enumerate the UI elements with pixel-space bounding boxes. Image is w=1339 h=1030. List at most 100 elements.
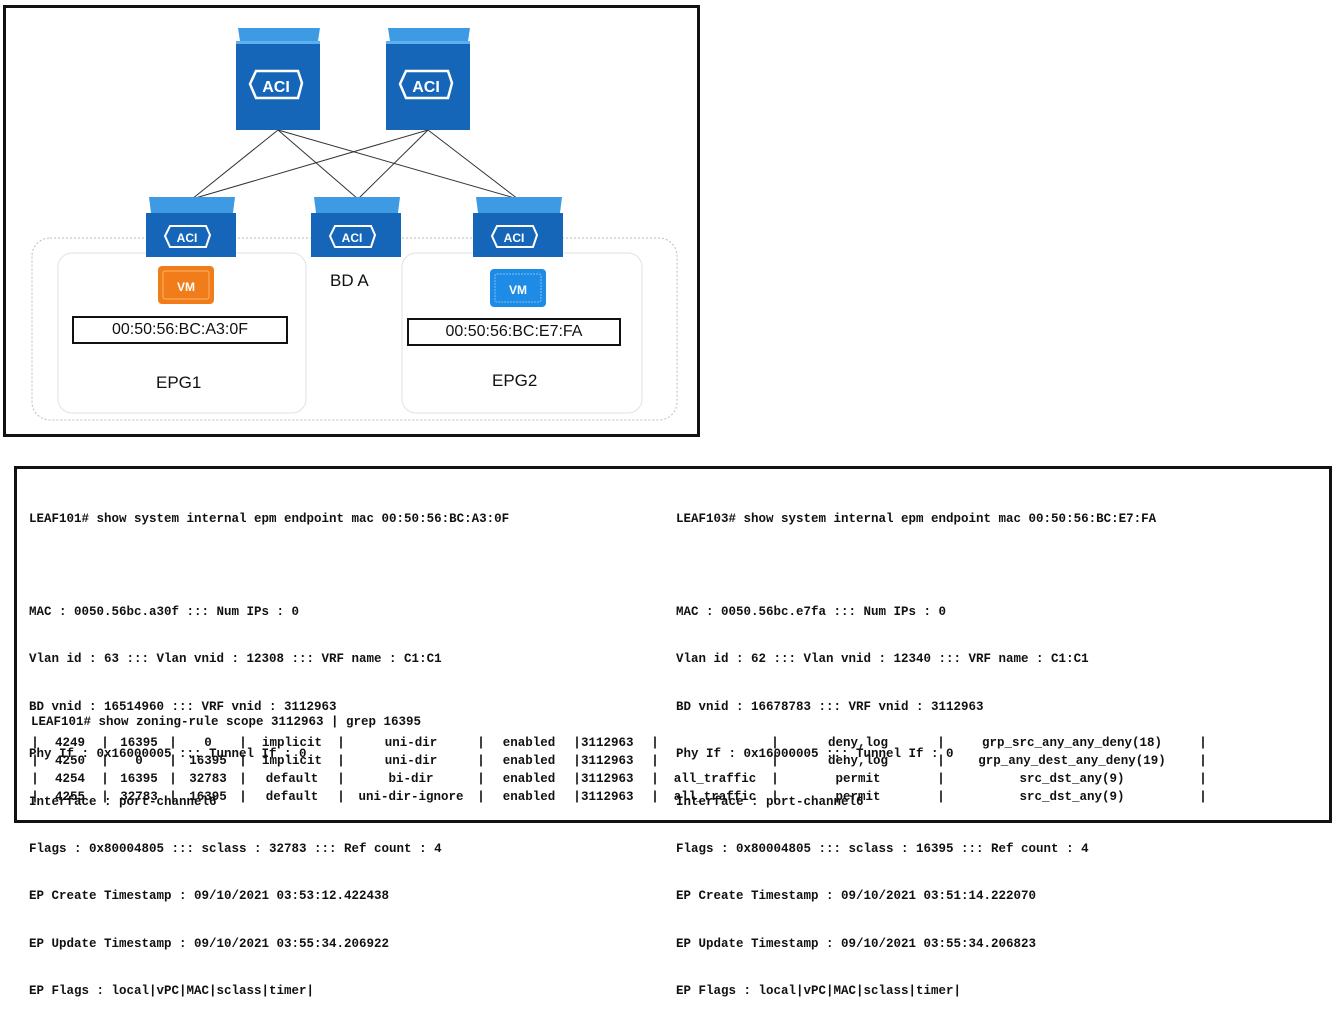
leaf-1-label: ACI (177, 231, 198, 245)
column-separator: | (337, 772, 345, 786)
column-separator: | (937, 772, 945, 786)
zoning-cell-filter-name: all_traffic (673, 772, 757, 786)
column-separator: | (239, 772, 247, 786)
zoning-command: LEAF101# show zoning-rule scope 3112963 … (31, 715, 422, 729)
bridge-domain-label: BD A (330, 271, 369, 290)
fabric-links (191, 129, 519, 200)
link-spine2-leaf1 (191, 129, 429, 200)
cli-right-command: LEAF103# show system internal epm endpoi… (676, 512, 1157, 526)
column-separator: | (1199, 736, 1207, 750)
zoning-rule-block: LEAF101# show zoning-rule scope 3112963 … (31, 713, 1321, 806)
spine-switch-1: ACI (236, 28, 320, 130)
column-separator: | (771, 772, 779, 786)
zoning-cell-action: deny,log (827, 754, 888, 768)
vm1-label: VM (177, 280, 195, 294)
column-separator: | (169, 772, 177, 786)
topology-svg: ACI ACI ACI (31, 28, 678, 421)
cli-left-line: Phy If : 0x16000005 ::: Tunnel If : 0 (29, 747, 307, 762)
column-separator: | (771, 790, 779, 804)
column-separator: | (651, 736, 659, 750)
column-separator: | (239, 754, 247, 768)
column-separator: | (1199, 754, 1207, 768)
cli-left-line: Interface : port-channel6 (29, 794, 217, 809)
leaf-switch-3: ACI (473, 197, 563, 257)
column-separator: | (239, 790, 247, 804)
vm-icon-epg2: VM (490, 269, 546, 307)
zoning-cell-dst-epg: 32783 (189, 772, 227, 786)
column-separator: | (937, 790, 945, 804)
aci-logo-icon: ACI (490, 225, 539, 248)
column-separator: | (477, 790, 485, 804)
column-separator: | (337, 754, 345, 768)
zoning-cell-oper-state: enabled (502, 772, 556, 786)
zoning-cell-dst-epg: 0 (204, 736, 212, 750)
epg2-label: EPG2 (492, 371, 538, 390)
cli-right-line: EP Update Timestamp : 09/10/2021 03:55:3… (676, 936, 1037, 951)
vm2-mac-box: 00:50:56:BC:E7:FA (407, 318, 621, 346)
zoning-cell-src-epg: 16395 (120, 736, 158, 750)
zoning-cell-filter-name: all_traffic (673, 790, 757, 804)
zoning-cell-scope: 3112963 (581, 754, 634, 768)
zoning-cell-oper-state: enabled (502, 736, 556, 750)
column-separator: | (337, 790, 345, 804)
column-separator: | (477, 736, 485, 750)
zoning-cell-rule-id: 4254 (54, 772, 85, 786)
column-separator: | (31, 772, 39, 786)
cli-output-panel: LEAF101# show system internal epm endpoi… (14, 466, 1332, 998)
zoning-cell-oper-state: enabled (502, 790, 556, 804)
zoning-cell-priority: grp_src_any_any_deny(18) (981, 736, 1163, 750)
cli-right-line: BD vnid : 16678783 ::: VRF vnid : 311296… (676, 699, 984, 714)
column-separator: | (771, 754, 779, 768)
zoning-cell-rule-id: 4249 (54, 736, 85, 750)
cli-right-line: Phy If : 0x16000005 ::: Tunnel If : 0 (676, 747, 954, 762)
aci-logo-icon: ACI (248, 69, 304, 100)
zoning-cell-dir: bi-dir (388, 772, 434, 786)
zoning-rule-table: |4249|16395|0|implicit|uni-dir|enabled|3… (31, 734, 1207, 806)
aci-logo-icon: ACI (163, 225, 212, 248)
zoning-cell-filter-id: implicit (261, 754, 322, 768)
zoning-cell-src-epg: 32783 (120, 790, 158, 804)
zoning-cell-filter-id: implicit (261, 736, 322, 750)
column-separator: | (651, 772, 659, 786)
link-spine1-leaf2 (277, 129, 359, 200)
column-separator: | (937, 754, 945, 768)
column-separator: | (169, 736, 177, 750)
leaf-switch-1: ACI (146, 197, 236, 257)
topology-diagram: ACI ACI ACI (3, 5, 700, 437)
vm-icon-epg1: VM (158, 266, 214, 304)
link-spine1-leaf3 (277, 129, 519, 200)
column-separator: | (101, 790, 109, 804)
column-separator: | (573, 790, 581, 804)
column-separator: | (239, 736, 247, 750)
zoning-cell-action: deny,log (827, 736, 888, 750)
cli-right-line: Interface : port-channel6 (676, 794, 864, 809)
cli-right-line: Flags : 0x80004805 ::: sclass : 16395 ::… (676, 841, 1089, 856)
cli-left-line: Flags : 0x80004805 ::: sclass : 32783 ::… (29, 841, 442, 856)
zoning-cell-dir: uni-dir-ignore (358, 790, 464, 804)
column-separator: | (169, 790, 177, 804)
column-separator: | (477, 754, 485, 768)
cli-left-line: MAC : 0050.56bc.a30f ::: Num IPs : 0 (29, 605, 300, 619)
column-separator: | (101, 736, 109, 750)
leaf-3-label: ACI (504, 231, 525, 245)
vm1-mac-box: 00:50:56:BC:A3:0F (72, 316, 288, 344)
zoning-table-row: |4254|16395|32783|default|bi-dir|enabled… (31, 770, 1207, 788)
zoning-cell-rule-id: 4255 (54, 790, 85, 804)
zoning-table-row: |4250|0|16395|implicit|uni-dir|enabled|3… (31, 752, 1207, 770)
column-separator: | (651, 790, 659, 804)
column-separator: | (573, 754, 581, 768)
cli-right-line: MAC : 0050.56bc.e7fa ::: Num IPs : 0 (676, 605, 947, 619)
epg1-label: EPG1 (156, 373, 202, 392)
zoning-cell-priority: grp_any_dest_any_deny(19) (978, 754, 1166, 768)
zoning-cell-dst-epg: 16395 (189, 790, 227, 804)
zoning-cell-dst-epg: 16395 (189, 754, 227, 768)
zoning-cell-rule-id: 4250 (54, 754, 85, 768)
zoning-table-row: |4249|16395|0|implicit|uni-dir|enabled|3… (31, 734, 1207, 752)
spine-1-label: ACI (262, 79, 290, 96)
zoning-cell-action: permit (835, 790, 881, 804)
column-separator: | (1199, 790, 1207, 804)
zoning-cell-scope: 3112963 (581, 772, 634, 786)
cli-left-line: EP Flags : local|vPC|MAC|sclass|timer| (29, 984, 315, 999)
zoning-table-row: |4255|32783|16395|default|uni-dir-ignore… (31, 788, 1207, 806)
column-separator: | (651, 754, 659, 768)
